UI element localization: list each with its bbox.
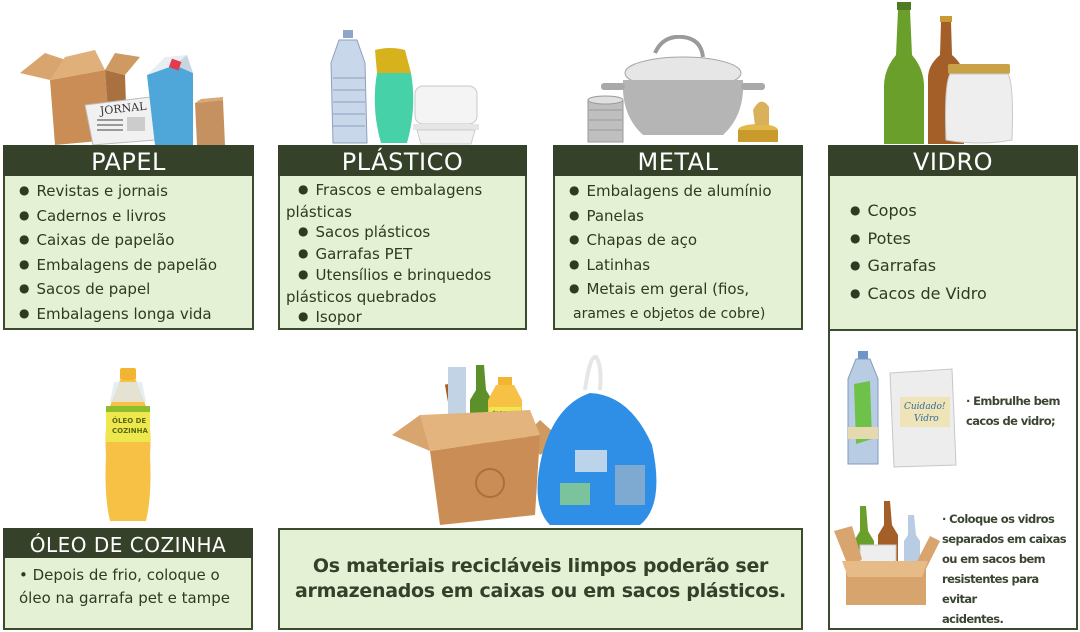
svg-text:JORNAL: JORNAL bbox=[98, 100, 147, 118]
glass-jar-icon bbox=[945, 64, 1013, 144]
list-item: ●Embalagens de papelão bbox=[19, 255, 218, 274]
notice-line-1: Os materiais recicláveis limpos poderão … bbox=[312, 555, 769, 577]
wrapped-bottle-icon bbox=[847, 351, 879, 465]
papel-title: PAPEL bbox=[3, 145, 254, 176]
paper-bag-icon bbox=[195, 97, 225, 145]
papel-illustration: JORNAL bbox=[20, 50, 225, 145]
list-item: ●Copos bbox=[850, 201, 917, 220]
metal-card: METAL ●Embalagens de alumínio ●Panelas ●… bbox=[553, 145, 803, 330]
tin-can-icon bbox=[587, 95, 624, 143]
plastico-illustration bbox=[330, 30, 479, 145]
svg-text:Cuidado!: Cuidado! bbox=[904, 402, 946, 412]
svg-text:COZINHA: COZINHA bbox=[112, 427, 148, 435]
storage-illustration: ÓLEO DE COZINHA bbox=[392, 355, 657, 525]
water-bottle-icon bbox=[330, 30, 368, 144]
oleo-title: ÓLEO DE COZINHA bbox=[3, 528, 253, 558]
wrapped-glass-illustration: Cuidado! Vidro bbox=[847, 351, 957, 468]
list-item: ●Utensílios e brinquedos plásticos quebr… bbox=[286, 266, 492, 306]
list-item: ●Cadernos e livros bbox=[19, 206, 167, 225]
list-item: ●Garrafas PET bbox=[298, 244, 413, 263]
list-item: ●Embalagens de alumínio bbox=[569, 182, 772, 200]
list-item: ●Frascos e embalagens plásticas bbox=[286, 181, 483, 221]
vidro-list: ●Copos ●Potes ●Garrafas ●Cacos de Vidro bbox=[828, 176, 1078, 331]
cooking-pot-icon bbox=[601, 35, 765, 135]
plastic-bag-icon bbox=[537, 355, 657, 525]
list-item: ●Chapas de aço bbox=[569, 231, 698, 249]
list-item: ●Isopor bbox=[298, 308, 362, 326]
list-item: ●Panelas bbox=[569, 206, 644, 225]
metal-title: METAL bbox=[553, 145, 803, 176]
list-item-continuation: arames e objetos de cobre) bbox=[573, 305, 766, 322]
vidro-illustration bbox=[883, 2, 1013, 144]
vidro-title: VIDRO bbox=[828, 145, 1078, 176]
list-item: ●Cacos de Vidro bbox=[850, 283, 987, 303]
carton-icon: Cuidado! Vidro bbox=[889, 368, 957, 468]
list-item: ●Revistas e jornais bbox=[19, 182, 168, 200]
open-can-icon bbox=[738, 101, 778, 142]
papel-card: PAPEL ●Revistas e jornais ●Cadernos e li… bbox=[3, 145, 254, 330]
list-item: ●Sacos de papel bbox=[19, 280, 151, 298]
papel-list: ●Revistas e jornais ●Cadernos e livros ●… bbox=[3, 176, 254, 330]
green-bottle-icon bbox=[883, 2, 925, 144]
tip-separate-glass: · Coloque os vidros separados em caixas … bbox=[942, 512, 1067, 626]
list-item: ●Latinhas bbox=[569, 255, 651, 274]
oil-bottle-icon: ÓLEO DE COZINHA bbox=[105, 368, 151, 521]
plastico-title: PLÁSTICO bbox=[278, 145, 527, 176]
notice-line-2: armazenados em caixas ou em sacos plásti… bbox=[295, 580, 786, 602]
cardboard-box-icon bbox=[834, 526, 940, 605]
storage-notice: Os materiais recicláveis limpos poderão … bbox=[278, 528, 803, 630]
styrofoam-container-icon bbox=[413, 85, 479, 145]
shampoo-bottle-icon bbox=[374, 48, 414, 143]
metal-illustration bbox=[587, 35, 778, 143]
metal-list: ●Embalagens de alumínio ●Panelas ●Chapas… bbox=[553, 176, 803, 330]
oleo-instructions: • Depois de frio, coloque o óleo na garr… bbox=[3, 558, 253, 630]
list-item: ●Potes bbox=[850, 228, 911, 248]
oleo-card: ÓLEO DE COZINHA • Depois de frio, coloqu… bbox=[3, 528, 253, 630]
list-item: ●Caixas de papelão bbox=[19, 231, 175, 249]
tip-wrap-glass: · Embrulhe bem cacos de vidro; bbox=[966, 394, 1060, 428]
vidro-tips-panel: Cuidado! Vidro · Embrulhe bem cacos de v… bbox=[828, 331, 1078, 630]
newspaper-icon: JORNAL bbox=[84, 96, 156, 145]
svg-text:Vidro: Vidro bbox=[914, 414, 939, 424]
svg-text:ÓLEO DE: ÓLEO DE bbox=[112, 416, 146, 425]
plastico-card: PLÁSTICO ●Frascos e embalagens plásticas… bbox=[278, 145, 527, 330]
list-item: ●Sacos plásticos bbox=[298, 223, 431, 241]
list-item: ●Garrafas bbox=[850, 256, 937, 275]
milk-carton-icon bbox=[147, 55, 193, 145]
list-item: ●Embalagens longa vida bbox=[19, 304, 212, 323]
oil-bottle-illustration: ÓLEO DE COZINHA bbox=[105, 368, 151, 521]
box-of-glass-illustration bbox=[834, 501, 940, 605]
vidro-card: VIDRO ●Copos ●Potes ●Garrafas ●Cacos de … bbox=[828, 145, 1078, 331]
list-item: ●Metais em geral (fios, bbox=[569, 280, 750, 298]
plastico-list: ●Frascos e embalagens plásticas ●Sacos p… bbox=[278, 176, 527, 330]
recycling-box-icon: ÓLEO DE COZINHA bbox=[392, 365, 562, 525]
